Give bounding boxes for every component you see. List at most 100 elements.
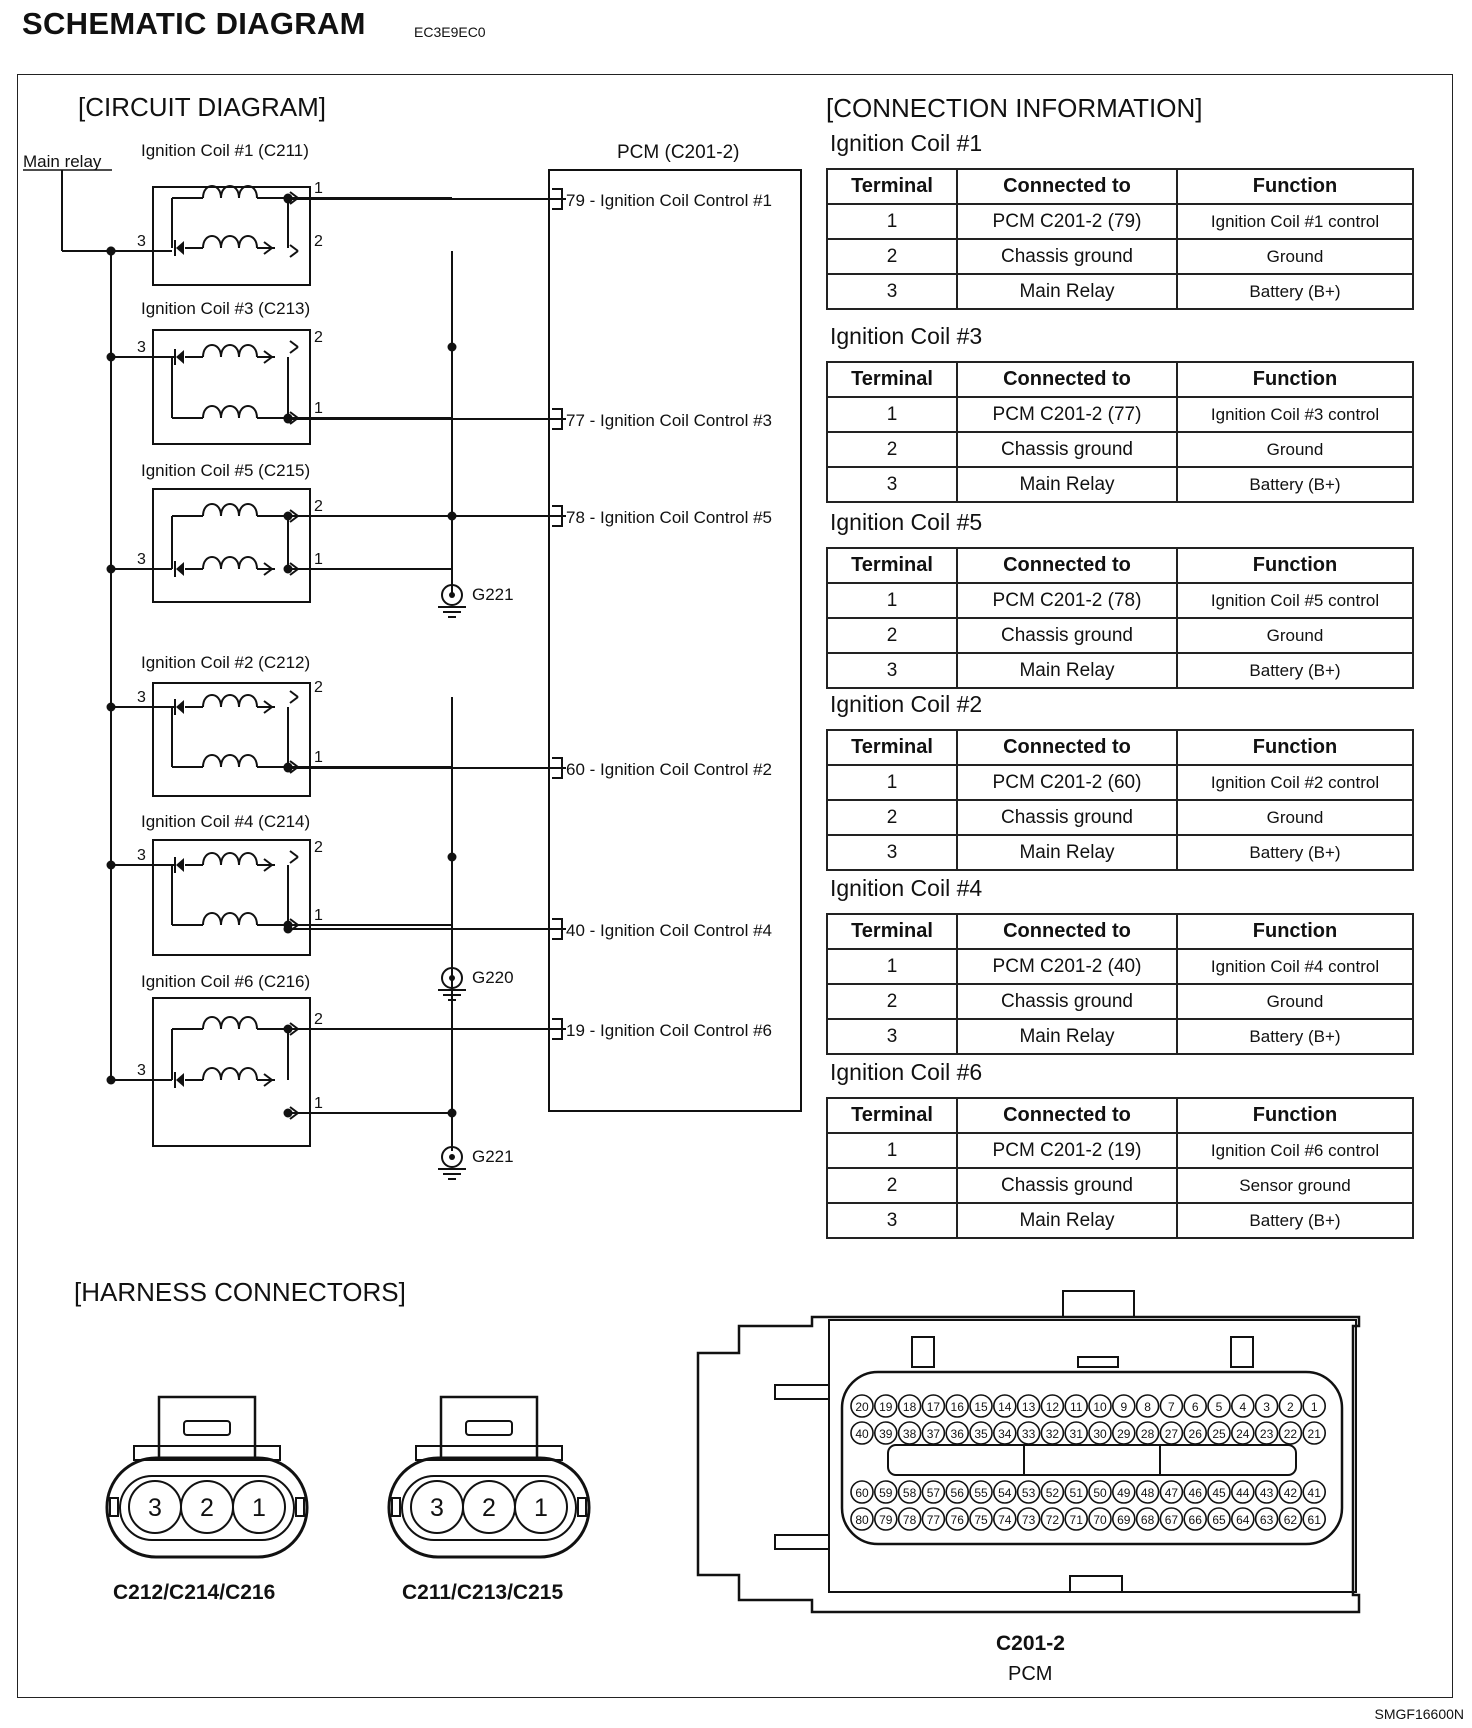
table-title: Ignition Coil #4 [830,875,983,901]
table-cell: Sensor ground [1176,1167,1414,1204]
junction-dot [106,564,116,574]
pcm-pin-label: 19 - Ignition Coil Control #6 [566,1021,772,1040]
table-cell: Chassis ground [956,983,1178,1020]
ground-label: G221 [472,1147,514,1166]
table-cell: 3 [826,834,958,871]
arrow-icon [263,700,273,714]
main-relay-label: Main relay [23,152,102,171]
table-header-cell: Function [1176,913,1414,950]
pcm-pin-number: 33 [1022,1427,1036,1441]
pcm-pin [873,1507,898,1531]
table-cell: 2 [826,617,958,654]
pcm-pin [921,1480,946,1504]
pcm-pin [1040,1480,1065,1504]
pcm-pin [1064,1480,1088,1504]
pcm-side-rib [774,1384,830,1400]
junction-dot [106,702,116,712]
pcm-pin [873,1394,898,1418]
ignition-coil-box [152,488,311,603]
ignition-coil-box [152,329,311,445]
pcm-pin [1183,1480,1207,1504]
pcm-pin-number: 74 [998,1513,1012,1527]
pcm-pin [1207,1394,1231,1418]
arrow-icon [289,690,299,704]
pcm-box [548,169,802,1112]
pcm-pin-number: 11 [1070,1400,1083,1414]
pcm-pin [873,1480,898,1504]
table-cell: PCM C201-2 (79) [956,203,1178,240]
pcm-pin-number: 64 [1236,1513,1250,1527]
table-cell: 3 [826,652,958,689]
terminal-number: 3 [137,689,146,706]
table-cell: 2 [826,431,958,468]
pcm-pin-number: 79 [879,1513,893,1527]
coil-winding-icon [202,852,258,866]
pcm-pin [1254,1480,1279,1504]
ground-symbol-icon [441,1146,463,1168]
connector-pin-number: 1 [252,1494,266,1522]
coil-winding-icon [202,1016,258,1030]
arrow-icon [263,350,273,364]
ground-symbol-icon [449,1154,455,1160]
pcm-pin [1231,1421,1255,1445]
connector-pin [232,1480,286,1534]
connector-key [109,1497,119,1517]
pcm-pin-number: 76 [951,1513,965,1527]
pcm-pin-number: 80 [855,1513,869,1527]
pcm-pin [921,1394,946,1418]
pcm-pin [1302,1421,1326,1445]
pcm-pin [1112,1507,1136,1531]
terminal-number: 1 [314,1095,323,1112]
pcm-pin [897,1421,922,1445]
table-cell: Ignition Coil #6 control [1176,1132,1414,1169]
table-header-cell: Function [1176,729,1414,766]
pcm-pin [945,1480,970,1504]
pcm-pin [992,1480,1017,1504]
table-cell: 1 [826,396,958,433]
pcm-pin-bracket [552,1018,563,1040]
pcm-pin-number: 77 [927,1513,941,1527]
arrow-icon [289,850,299,864]
pcm-pin-number: 65 [1212,1513,1226,1527]
pcm-pin-number: 21 [1308,1427,1322,1441]
pcm-pin [897,1394,922,1418]
pcm-pin-number: 30 [1093,1427,1107,1441]
table-cell: 1 [826,203,958,240]
pcm-pin-number: 18 [903,1400,917,1414]
pcm-pin [897,1507,922,1531]
junction-dot [447,342,457,352]
coil-winding-icon [202,185,258,199]
pcm-pin [1159,1480,1184,1504]
pcm-pin [1016,1421,1041,1445]
pcm-pin-number: 34 [998,1427,1012,1441]
table-cell: Main Relay [956,466,1178,503]
pcm-pin [1088,1480,1112,1504]
connector-latch [439,1395,539,1461]
terminal-number: 1 [314,180,323,197]
pcm-pin-number: 43 [1260,1486,1274,1500]
pcm-lock-slot [1077,1356,1119,1368]
pcm-label: PCM (C201-2) [617,142,739,163]
connector-a-caption: C212/C214/C216 [113,1581,276,1604]
table-cell: Ground [1176,238,1414,275]
arrow-icon [289,340,299,354]
table-cell: Chassis ground [956,431,1178,468]
coil-winding-icon [202,754,258,768]
pcm-pin-number: 35 [974,1427,988,1441]
connector-key [295,1497,305,1517]
pcm-pin [1135,1394,1160,1418]
pcm-pin-number: 42 [1284,1486,1298,1500]
coil-winding-icon [202,405,258,419]
table-cell: Main Relay [956,652,1178,689]
pcm-pin [921,1421,946,1445]
